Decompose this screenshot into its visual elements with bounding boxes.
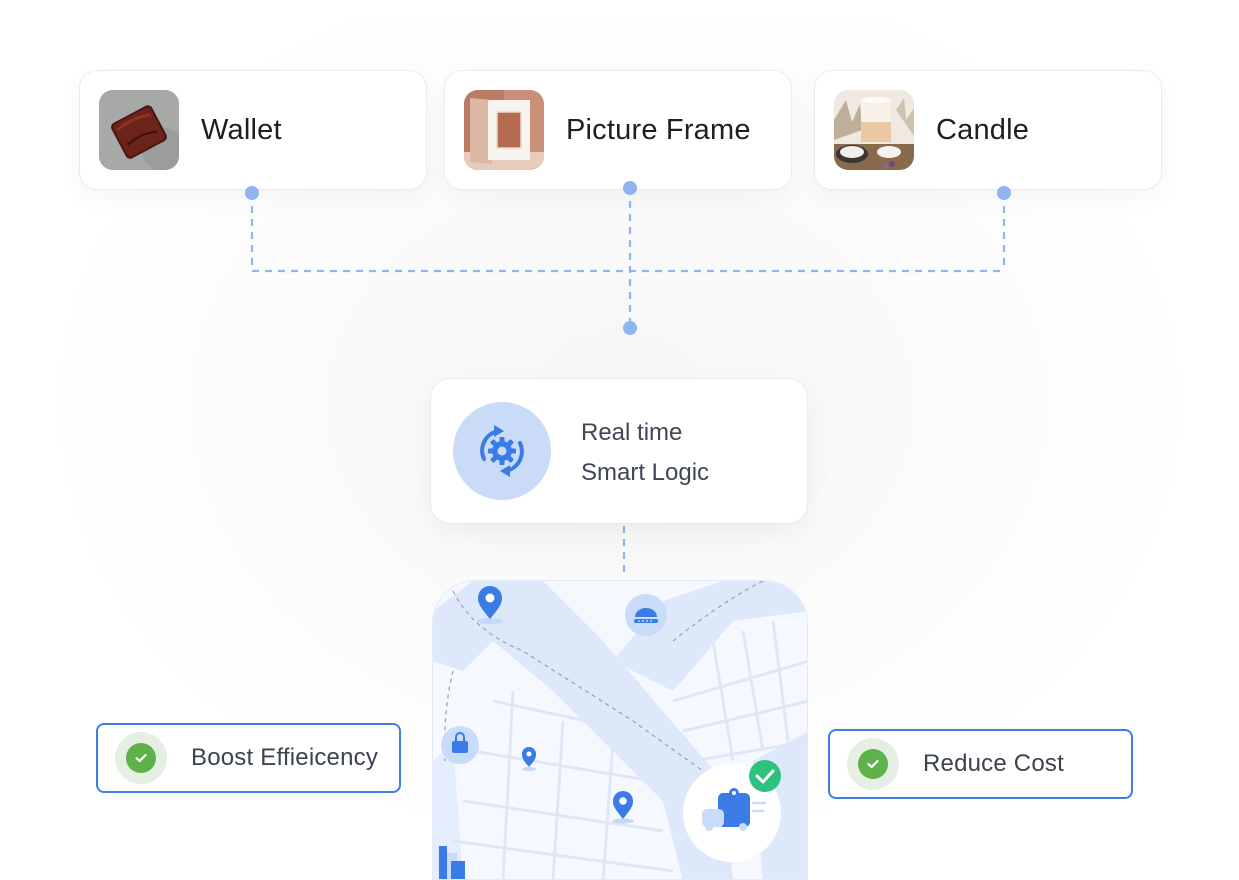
product-label: Candle (936, 113, 1030, 146)
smart-logic-card[interactable]: Real time Smart Logic (430, 378, 808, 524)
connector-dot (623, 321, 637, 335)
connector-dot (623, 181, 637, 195)
product-card-wallet[interactable]: Wallet (79, 70, 427, 190)
map-pin-icon (477, 586, 503, 624)
map-card[interactable] (432, 580, 808, 880)
product-card-picture-frame[interactable]: Picture Frame (444, 70, 792, 190)
wallet-photo (99, 90, 179, 170)
check-badge-icon (749, 760, 781, 792)
product-card-candle[interactable]: Candle (814, 70, 1162, 190)
map-pin-icon (522, 747, 536, 771)
benefit-label: Boost Effieicency (191, 744, 379, 771)
connector-dot (997, 186, 1011, 200)
picture-frame-photo (464, 90, 544, 170)
check-icon (115, 732, 167, 784)
food-icon (625, 594, 667, 636)
check-icon (847, 738, 899, 790)
candle-photo (834, 90, 914, 170)
smart-logic-line-1: Real time (581, 419, 683, 446)
map-pin-icon (612, 791, 634, 824)
benefit-reduce-cost[interactable]: Reduce Cost (828, 729, 1133, 799)
product-label: Wallet (201, 113, 282, 146)
shopping-bag-icon (441, 726, 479, 764)
smart-logic-text: Real time Smart Logic (581, 413, 709, 493)
product-label: Picture Frame (566, 113, 751, 146)
smart-logic-line-2: Smart Logic (581, 459, 710, 486)
benefit-boost-efficiency[interactable]: Boost Effieicency (96, 723, 401, 793)
benefit-label: Reduce Cost (923, 750, 1064, 777)
connector-dot (245, 186, 259, 200)
sync-gear-icon (453, 402, 551, 500)
map-illustration (433, 581, 807, 879)
